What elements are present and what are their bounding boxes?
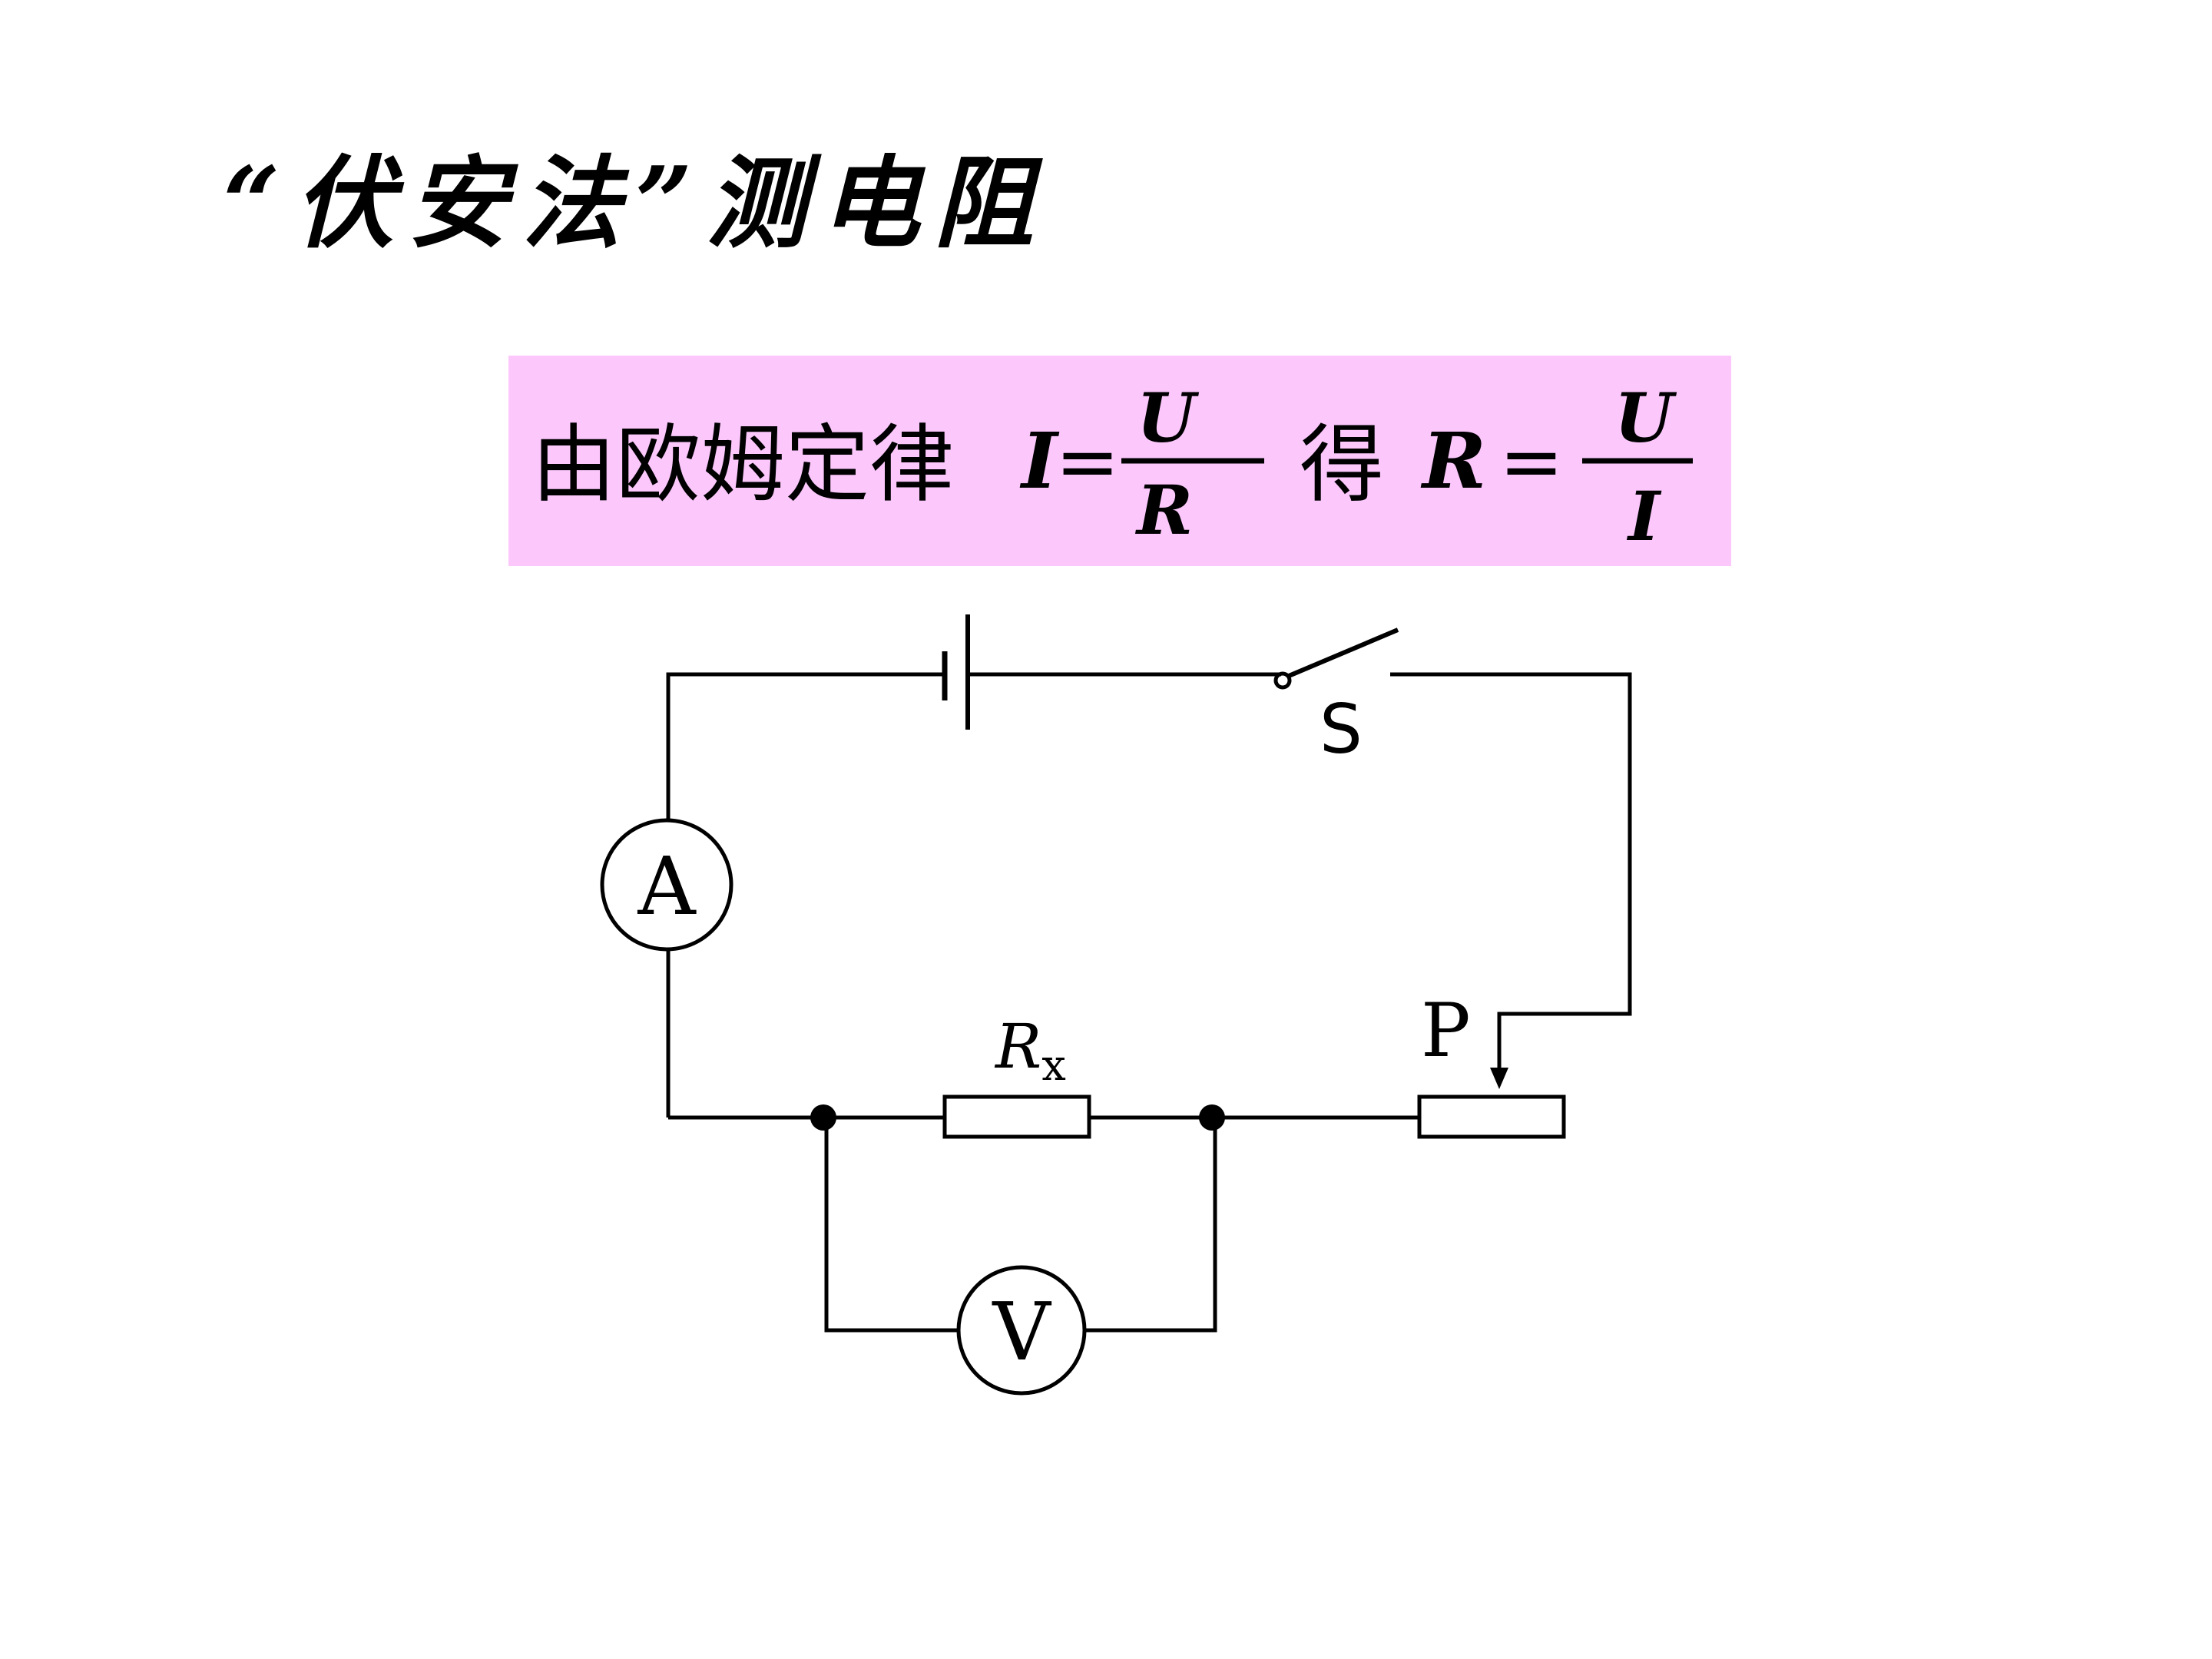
eq2-equals-sign: = [1499, 416, 1564, 506]
eq1-lhs-i: I [1019, 416, 1060, 506]
voltmeter-label: V [991, 1285, 1051, 1379]
eq2-denominator-i: I [1626, 476, 1662, 556]
formula-intro-text: 由欧姆定律 [531, 416, 954, 514]
eq2-numerator-u: U [1614, 378, 1677, 458]
resistor-rx [942, 1094, 1091, 1139]
eq2-lhs-r: R [1420, 416, 1486, 506]
slider-label: P [1421, 988, 1471, 1074]
formula-box: 由欧姆定律 I = U R 得 R = U I [508, 356, 1731, 566]
switch-contact [1273, 671, 1292, 690]
junction-node-right [1199, 1104, 1225, 1131]
ohms-law-formula: 由欧姆定律 I = U R 得 R = U I [531, 378, 1693, 556]
ammeter-label: A [637, 839, 697, 933]
resistor-label-main: R [994, 1011, 1041, 1082]
wire-right-to-slider [1390, 672, 1632, 1068]
wire-voltmeter-left [824, 1118, 959, 1333]
formula-connector-text: 得 [1300, 416, 1384, 514]
wire-voltmeter-right [1084, 1118, 1217, 1333]
eq1-denominator-r: R [1134, 470, 1193, 550]
switch-label: S [1320, 690, 1363, 769]
eq1-numerator-u: U [1137, 378, 1200, 458]
slider-arrow [1490, 1068, 1508, 1089]
switch-lever [1287, 628, 1399, 678]
rheostat-body [1417, 1094, 1566, 1139]
resistor-label-subscript: x [1041, 1041, 1066, 1091]
eq1-equals-sign: = [1055, 416, 1120, 506]
wire-top-left [666, 672, 943, 822]
slide-title: “伏安法”测电阻 [223, 144, 1048, 262]
resistor-label: Rx [994, 1011, 1066, 1091]
junction-node-left [810, 1104, 836, 1131]
